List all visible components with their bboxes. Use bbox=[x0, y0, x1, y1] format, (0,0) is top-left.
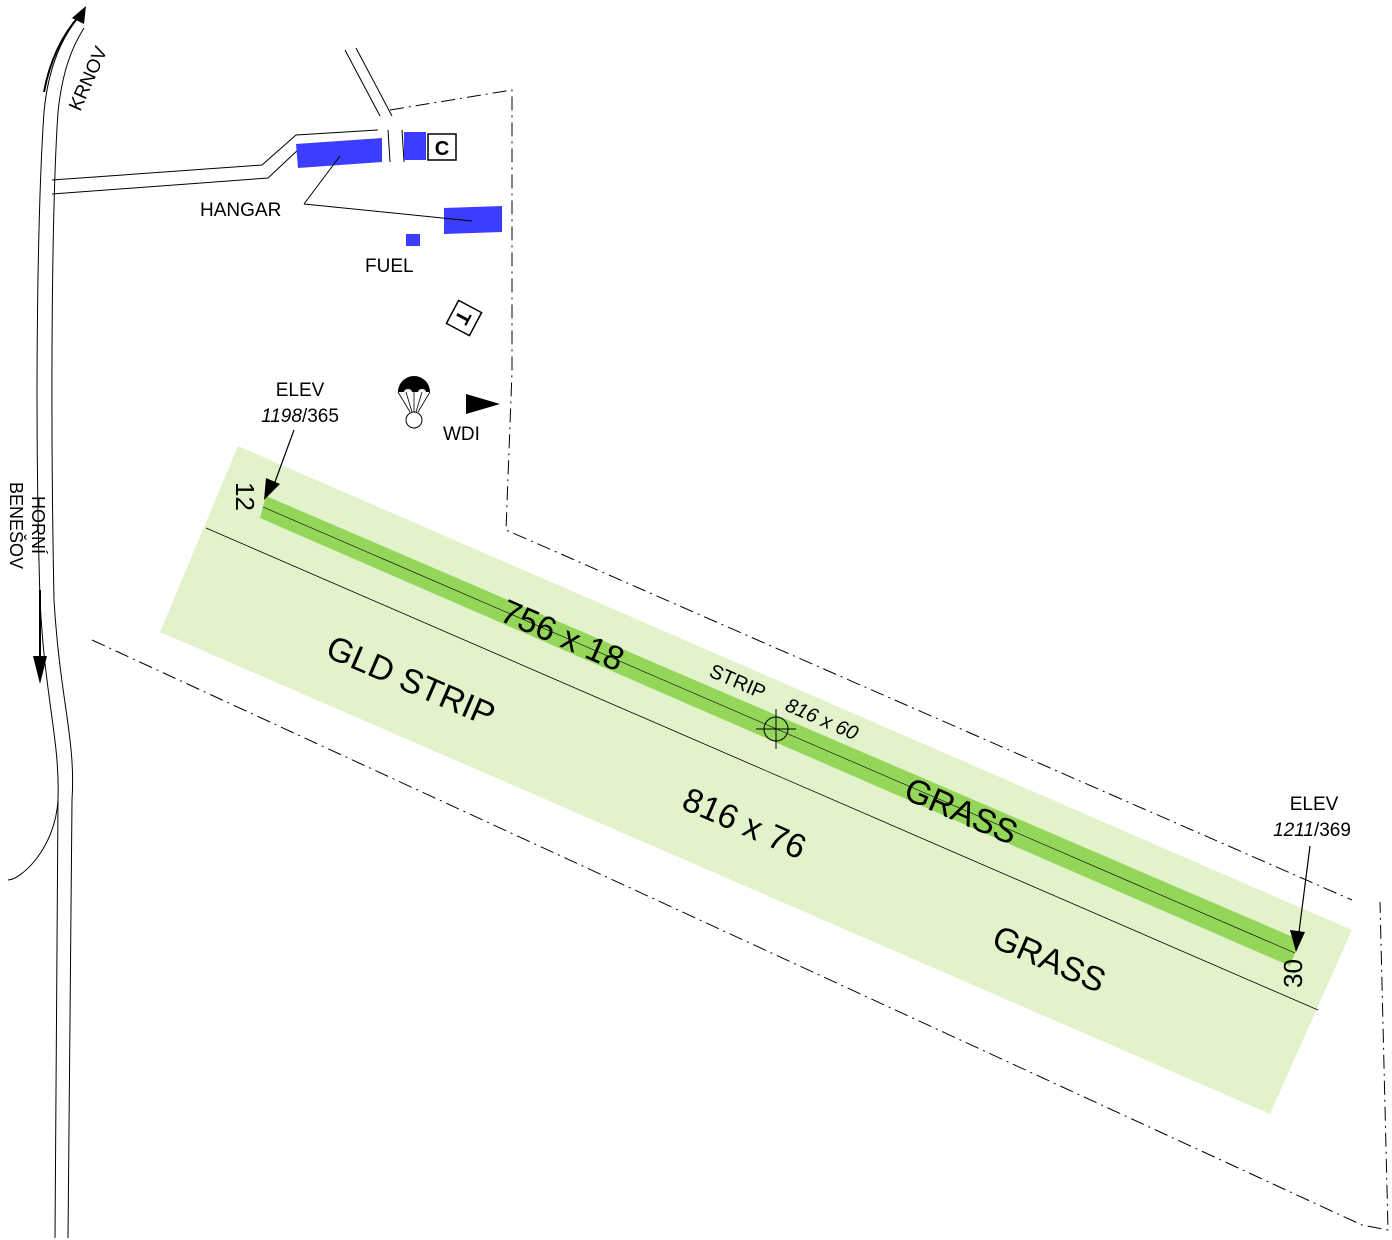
road-krnov bbox=[7, 17, 85, 1239]
landing-t-symbol: T bbox=[445, 299, 483, 337]
label-wdi: WDI bbox=[443, 424, 480, 445]
threshold-30-arrow-icon bbox=[1290, 845, 1311, 952]
arrow-to-horni-benesov-icon bbox=[33, 590, 47, 684]
label-fuel: FUEL bbox=[365, 256, 414, 277]
threshold-30-elev-label: ELEV bbox=[1290, 794, 1339, 815]
strip-divider bbox=[205, 527, 1319, 1011]
access-road bbox=[51, 47, 405, 195]
hangar-leaders bbox=[303, 155, 473, 222]
threshold-30-elev-m: /369 bbox=[1314, 820, 1351, 841]
label-hangar: HANGAR bbox=[200, 200, 281, 221]
threshold-12-elev-label: ELEV bbox=[276, 380, 325, 401]
threshold-12-designator: 12 bbox=[230, 482, 260, 511]
threshold-30-elevation: 1211/369 bbox=[1273, 820, 1351, 841]
label-krnov: KRNOV bbox=[65, 43, 112, 114]
airfield-strip bbox=[160, 446, 1352, 1114]
label-benesov: BENEŠOV bbox=[6, 482, 27, 569]
customs-building bbox=[404, 132, 426, 160]
threshold-12-elev-ft: 1198 bbox=[261, 406, 302, 427]
buildings bbox=[296, 132, 502, 246]
runway-12-30 bbox=[260, 496, 1300, 966]
label-horni: HORNÍ bbox=[28, 496, 48, 554]
customs-symbol: C bbox=[427, 133, 457, 161]
runway-axis bbox=[262, 506, 1296, 954]
arrow-to-krnov-icon bbox=[43, 6, 86, 93]
aerodrome-reference-point-icon bbox=[756, 709, 796, 749]
threshold-12-arrow-icon bbox=[264, 429, 295, 500]
hangar-2 bbox=[444, 206, 502, 234]
threshold-30-designator: 30 bbox=[1278, 959, 1308, 988]
aerodrome-boundary bbox=[91, 89, 1389, 1231]
threshold-30-elev-ft: 1211 bbox=[1273, 820, 1314, 841]
wind-direction-indicator-icon bbox=[466, 394, 500, 414]
threshold-12-elevation: 1198/365 bbox=[261, 406, 339, 427]
threshold-12-elev-m: /365 bbox=[302, 406, 339, 427]
parachute-icon bbox=[397, 376, 431, 429]
customs-letter: C bbox=[435, 138, 449, 160]
fuel-station bbox=[406, 234, 420, 246]
hangar-1 bbox=[296, 138, 382, 168]
